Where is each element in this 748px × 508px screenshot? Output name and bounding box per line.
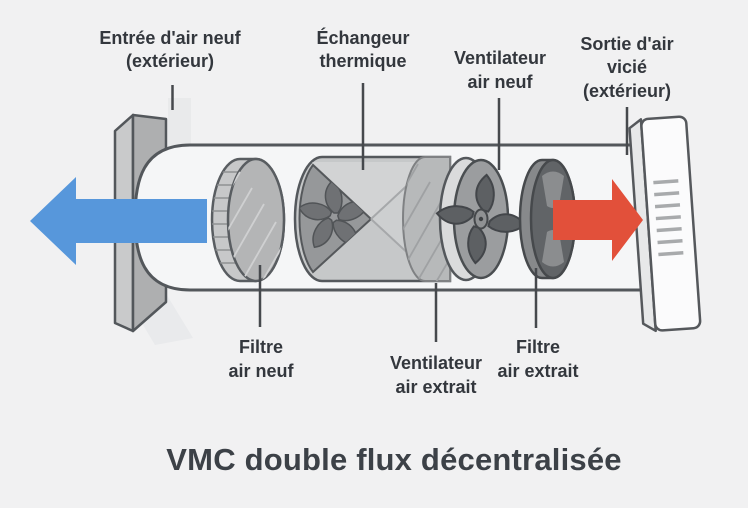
stale-air-arrow-icon: [553, 179, 643, 261]
svg-text:Filtre: Filtre: [239, 337, 283, 357]
wall-exterior-right-grille: [628, 115, 702, 333]
filter-face: [226, 157, 286, 283]
label-filtre-air-neuf: Filtre air neuf: [228, 337, 294, 381]
diagram-labels: Entrée d'air neuf (extérieur) Échangeur …: [99, 27, 673, 397]
exchanger-top-facet: [312, 162, 430, 219]
svg-text:Sortie d'air: Sortie d'air: [580, 34, 673, 54]
fan-hub-dot: [478, 216, 484, 222]
leader-lines: [171, 83, 629, 342]
svg-text:Entrée d'air neuf: Entrée d'air neuf: [99, 28, 241, 48]
grille-slats: [653, 179, 684, 257]
svg-text:air extrait: air extrait: [497, 361, 578, 381]
label-entree-air-neuf: Entrée d'air neuf (extérieur): [99, 28, 241, 71]
svg-text:Échangeur: Échangeur: [316, 27, 409, 48]
extract-fan-blades: [299, 180, 369, 249]
svg-text:thermique: thermique: [319, 51, 406, 71]
label-echangeur-thermique: Échangeur thermique: [316, 27, 409, 71]
label-ventilateur-air-extrait: Ventilateur air extrait: [390, 353, 482, 397]
svg-text:air neuf: air neuf: [467, 72, 533, 92]
extract-filter-cutouts: [542, 171, 564, 267]
svg-text:Ventilateur: Ventilateur: [454, 48, 546, 68]
fan-blades: [435, 173, 527, 265]
fresh-air-arrow-icon: [30, 177, 207, 265]
label-filtre-air-extrait: Filtre air extrait: [497, 337, 578, 381]
label-sortie-air-vicie: Sortie d'air vicié (extérieur): [580, 34, 673, 101]
wall-shadow-top: [168, 98, 191, 148]
heat-exchanger-unit: [293, 155, 527, 283]
fresh-air-filter: [210, 157, 286, 283]
svg-text:air extrait: air extrait: [395, 377, 476, 397]
svg-text:Filtre: Filtre: [516, 337, 560, 357]
svg-text:Ventilateur: Ventilateur: [390, 353, 482, 373]
svg-text:vicié: vicié: [607, 57, 647, 77]
grille-side-face: [628, 118, 657, 333]
diagram-title: VMC double flux décentralisée: [166, 442, 621, 477]
svg-text:(extérieur): (extérieur): [583, 81, 671, 101]
svg-text:air neuf: air neuf: [228, 361, 294, 381]
grille-front-face: [640, 115, 702, 332]
fresh-air-fan: [435, 158, 527, 280]
svg-text:(extérieur): (extérieur): [126, 51, 214, 71]
label-ventilateur-air-neuf: Ventilateur air neuf: [454, 48, 546, 92]
